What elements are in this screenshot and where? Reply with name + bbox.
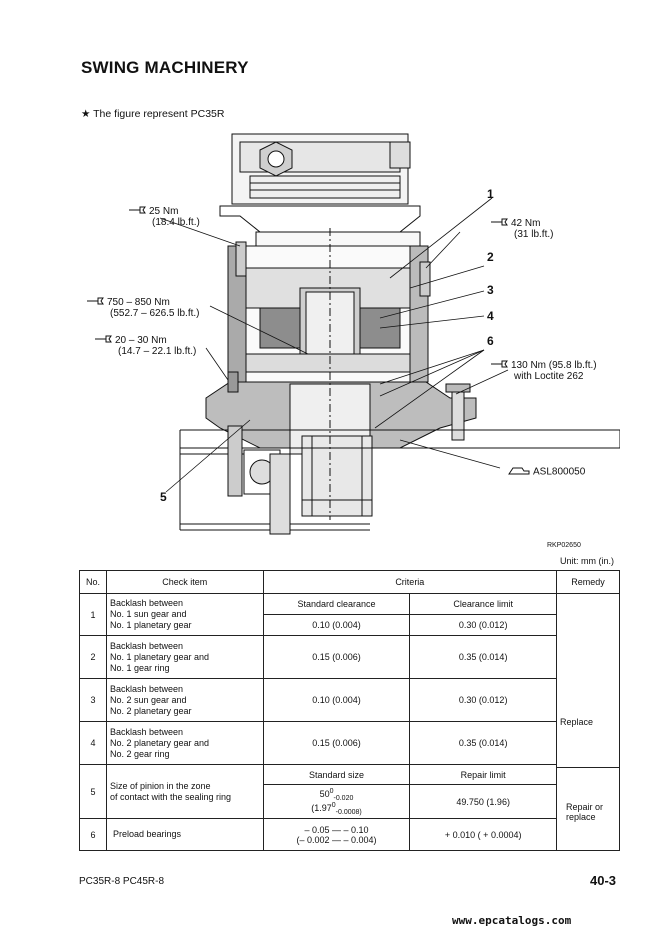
torque-label-4: 20 – 30 Nm (14.7 – 22.1 lb.ft.) bbox=[94, 335, 196, 357]
torque-imperial: (18.4 lb.ft.) bbox=[152, 217, 200, 229]
header-check-item: Check item bbox=[105, 570, 264, 594]
subheader-standard-size: Standard size bbox=[262, 764, 411, 785]
limit-value: + 0.010 ( + 0.0004) bbox=[409, 818, 558, 851]
standard-value: 0.15 (0.006) bbox=[262, 635, 411, 679]
callout-4: 4 bbox=[487, 309, 494, 323]
wrench-icon bbox=[490, 360, 508, 371]
sealant-icon bbox=[508, 466, 530, 478]
header-criteria: Criteria bbox=[262, 570, 558, 594]
watermark: www.epcatalogs.com bbox=[452, 914, 572, 927]
callout-6: 6 bbox=[487, 334, 494, 348]
callout-3: 3 bbox=[487, 283, 494, 297]
torque-label-2: 42 Nm (31 lb.ft.) bbox=[490, 218, 553, 240]
callout-5: 5 bbox=[160, 490, 167, 504]
subheader-standard-clearance: Standard clearance bbox=[262, 593, 411, 615]
swing-machinery-drawing bbox=[159, 133, 620, 535]
torque-value: 25 Nm bbox=[149, 206, 179, 218]
spec-table: No. Check item Criteria Remedy 1 Backlas… bbox=[79, 570, 620, 851]
torque-value: 42 Nm bbox=[511, 218, 541, 230]
wrench-icon bbox=[94, 335, 112, 346]
preload-standard: – 0.05 — – 0.10(– 0.002 — – 0.004) bbox=[262, 818, 411, 851]
remedy-divider bbox=[557, 767, 620, 768]
torque-label-1: 25 Nm (18.4 lb.ft.) bbox=[128, 206, 200, 228]
header-remedy: Remedy bbox=[556, 570, 620, 594]
standard-value: 0.15 (0.006) bbox=[262, 721, 411, 765]
torque-imperial: (31 lb.ft.) bbox=[514, 229, 554, 241]
row-no: 6 bbox=[79, 818, 107, 851]
limit-value: 0.30 (0.012) bbox=[409, 678, 558, 722]
sealant-label: ASL800050 bbox=[508, 466, 585, 478]
limit-value: 0.35 (0.014) bbox=[409, 721, 558, 765]
row-no: 3 bbox=[79, 678, 107, 722]
limit-value: 0.35 (0.014) bbox=[409, 635, 558, 679]
torque-imperial: (552.7 – 626.5 lb.ft.) bbox=[110, 308, 200, 320]
standard-value: 0.10 (0.004) bbox=[262, 614, 411, 636]
torque-imperial: with Loctite 262 bbox=[514, 371, 584, 383]
torque-value: 130 Nm (95.8 lb.ft.) bbox=[511, 360, 597, 372]
limit-value: 0.30 (0.012) bbox=[409, 614, 558, 636]
page-title: SWING MACHINERY bbox=[81, 58, 249, 77]
callout-2: 2 bbox=[487, 250, 494, 264]
subheader-repair-limit: Repair limit bbox=[409, 764, 558, 785]
standard-value: 0.10 (0.004) bbox=[262, 678, 411, 722]
unit-note: Unit: mm (in.) bbox=[560, 556, 614, 566]
header-no: No. bbox=[79, 570, 107, 594]
wrench-icon bbox=[86, 297, 104, 308]
check-item: Preload bearings bbox=[105, 818, 264, 851]
row-no: 1 bbox=[79, 593, 107, 636]
sealant-code: ASL800050 bbox=[533, 466, 586, 478]
subheader-clearance-limit: Clearance limit bbox=[409, 593, 558, 615]
wrench-icon bbox=[128, 206, 146, 217]
footer-models: PC35R-8 PC45R-8 bbox=[79, 876, 165, 887]
remedy-repair-or-replace: Repair or replace bbox=[566, 802, 616, 822]
torque-imperial: (14.7 – 22.1 lb.ft.) bbox=[118, 346, 197, 358]
row-no: 2 bbox=[79, 635, 107, 679]
figure-note: ★ The figure represent PC35R bbox=[81, 108, 225, 120]
torque-label-3: 750 – 850 Nm (552.7 – 626.5 lb.ft.) bbox=[86, 297, 200, 319]
torque-label-5: 130 Nm (95.8 lb.ft.) with Loctite 262 bbox=[490, 360, 597, 382]
torque-value: 750 – 850 Nm bbox=[107, 297, 170, 309]
row-no: 5 bbox=[79, 764, 107, 819]
callout-1: 1 bbox=[487, 187, 494, 201]
torque-value: 20 – 30 Nm bbox=[115, 335, 167, 347]
wrench-icon bbox=[490, 218, 508, 229]
standard-size-value: 500-0.020 (1.970-0.0008) bbox=[262, 784, 411, 819]
row-no: 4 bbox=[79, 721, 107, 765]
figure-code: RKP02650 bbox=[547, 542, 581, 549]
limit-value: 49.750 (1.96) bbox=[409, 784, 558, 819]
page-number: 40-3 bbox=[590, 873, 617, 888]
